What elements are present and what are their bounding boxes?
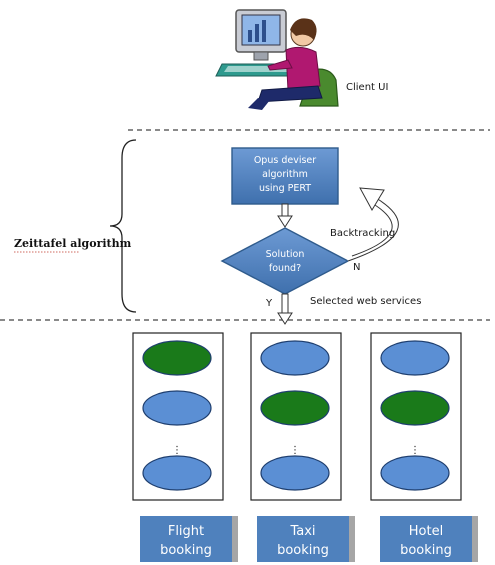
hotel-label-line-2: booking xyxy=(400,543,452,558)
flight-label-line-1: Flight xyxy=(168,524,204,539)
service-option-ellipse xyxy=(260,340,330,376)
service-option-ellipse xyxy=(380,340,450,376)
taxi-label-line-2: booking xyxy=(277,543,329,558)
decision-line-2: found? xyxy=(269,263,301,274)
more-options-dots: ⋮ xyxy=(290,445,300,456)
service-label-taxi: Taxi booking xyxy=(257,516,355,562)
decision-line-1: Solution xyxy=(266,249,305,260)
backtracking-label: Backtracking xyxy=(330,228,395,239)
more-options-dots: ⋮ xyxy=(172,445,182,456)
selected-services-label: Selected web services xyxy=(310,296,421,307)
opus-deviser-box xyxy=(231,147,339,205)
more-options-dots: ⋮ xyxy=(410,445,420,456)
zeittafel-label: Zeittafel algorithm xyxy=(14,237,132,250)
opus-deviser-line-2: algorithm xyxy=(262,169,308,180)
service-option-ellipse xyxy=(142,390,212,426)
client-ui-illustration xyxy=(215,9,339,110)
hotel-label-line-1: Hotel xyxy=(409,524,443,539)
yes-label: Y xyxy=(265,298,273,309)
service-option-ellipse xyxy=(142,340,212,376)
service-label-flight: Flight booking xyxy=(140,516,238,562)
algorithm-brace xyxy=(109,139,137,313)
service-column-hotel: ⋮ xyxy=(370,332,462,501)
service-option-ellipse xyxy=(380,455,450,491)
service-option-ellipse xyxy=(142,455,212,491)
opus-deviser-line-3: using PERT xyxy=(259,183,311,194)
service-column-taxi: ⋮ xyxy=(250,332,342,501)
service-option-ellipse xyxy=(260,455,330,491)
no-label: N xyxy=(353,262,360,273)
opus-deviser-line-1: Opus deviser xyxy=(254,155,316,166)
backtracking-arrow xyxy=(346,187,402,265)
service-label-hotel: Hotel booking xyxy=(380,516,478,562)
flow-arrow-to-services xyxy=(277,293,293,325)
flight-label-line-2: booking xyxy=(160,543,212,558)
service-option-ellipse xyxy=(380,390,450,426)
taxi-label-line-1: Taxi xyxy=(289,524,315,539)
service-option-ellipse xyxy=(260,390,330,426)
client-ui-label: Client UI xyxy=(346,82,388,93)
service-column-flight: ⋮ xyxy=(132,332,224,501)
flow-arrow-to-decision xyxy=(277,203,293,228)
